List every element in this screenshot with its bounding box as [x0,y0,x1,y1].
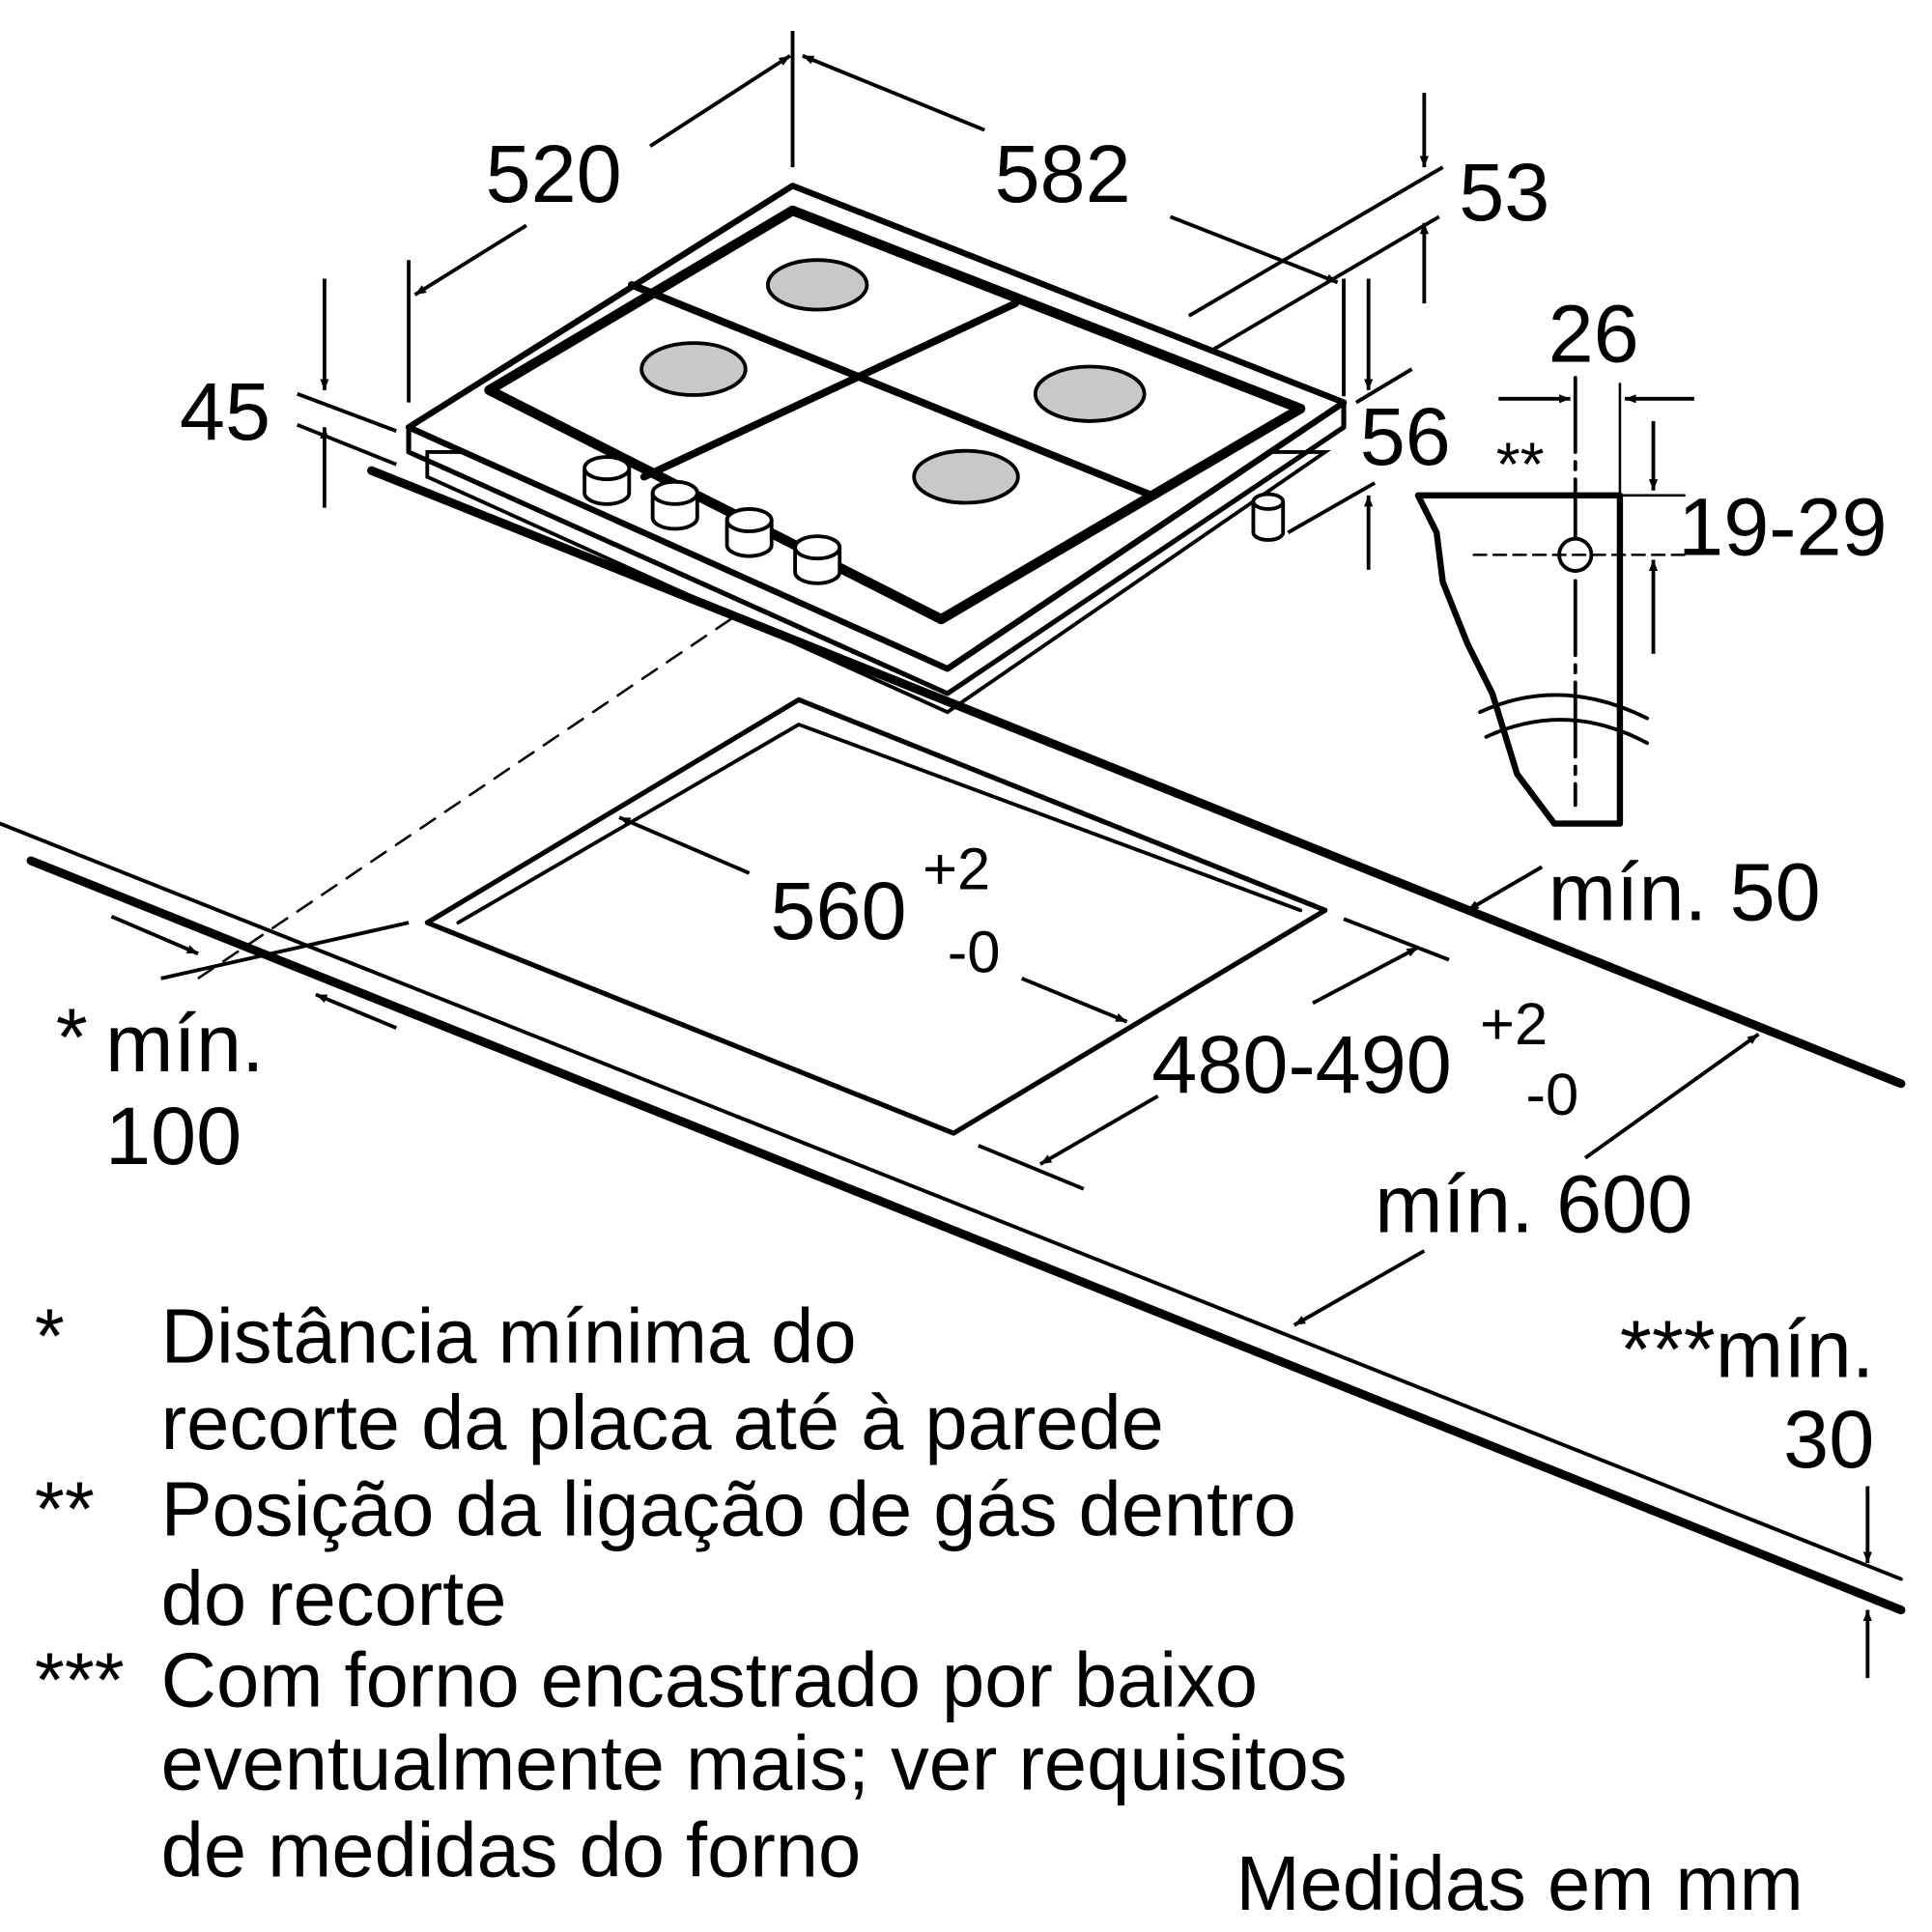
cutout-outline [424,696,1328,1136]
legend-text: recorte da placa até à parede [161,1379,1164,1465]
units-note: Medidas em mm [1236,1840,1803,1926]
dim-560: 560 [770,865,906,956]
dim-min-100-star: * [56,991,88,1083]
dim-56: 56 [1360,390,1451,482]
gas-connection-marker: ** [1496,430,1545,499]
legend-text: eventualmente mais; ver requisitos [161,1720,1348,1806]
dim-26: 26 [1548,287,1639,379]
dim-582: 582 [994,128,1130,219]
dim-min-100-value: 100 [105,1090,242,1181]
dim-480-490-tol-plus: +2 [1480,991,1548,1058]
legend-text: Distância mínima do [161,1293,857,1378]
legend-text: de medidas do forno [161,1806,862,1892]
dim-19-29: 19-29 [1678,480,1887,572]
legend-text: Com forno encastrado por baixo [161,1637,1258,1723]
burner-icon [639,258,1147,505]
dim-480-490-tol-minus: -0 [1525,1062,1578,1128]
dim-560-tol-minus: -0 [948,919,1001,985]
dim-min-50: mín. 50 [1548,846,1821,938]
legend: * Distância mínima do recorte da placa a… [35,1293,1348,1892]
legend-text: do recorte [161,1555,507,1641]
countertop [0,466,1906,1615]
dim-min-30-value: 30 [1783,1393,1874,1485]
dim-480-490: 480-490 [1151,1018,1452,1110]
knob-icon [582,455,1286,585]
dimension-lines [110,31,1872,1679]
dim-min-30-label: ***mín. [1620,1303,1874,1395]
dim-53: 53 [1459,146,1549,238]
legend-marker: * [35,1293,65,1378]
dim-45: 45 [180,365,270,457]
legend-marker: *** [35,1637,125,1723]
dim-560-tol-plus: +2 [923,837,990,903]
legend-text: Posição da ligação de gás dentro [161,1466,1296,1552]
dim-min-100-label: mín. [105,997,265,1089]
dim-520: 520 [486,128,622,219]
gas-hob [405,183,1348,715]
legend-marker: ** [35,1466,95,1552]
dim-min-600: mín. 600 [1375,1158,1692,1250]
side-profile [1414,376,1686,827]
